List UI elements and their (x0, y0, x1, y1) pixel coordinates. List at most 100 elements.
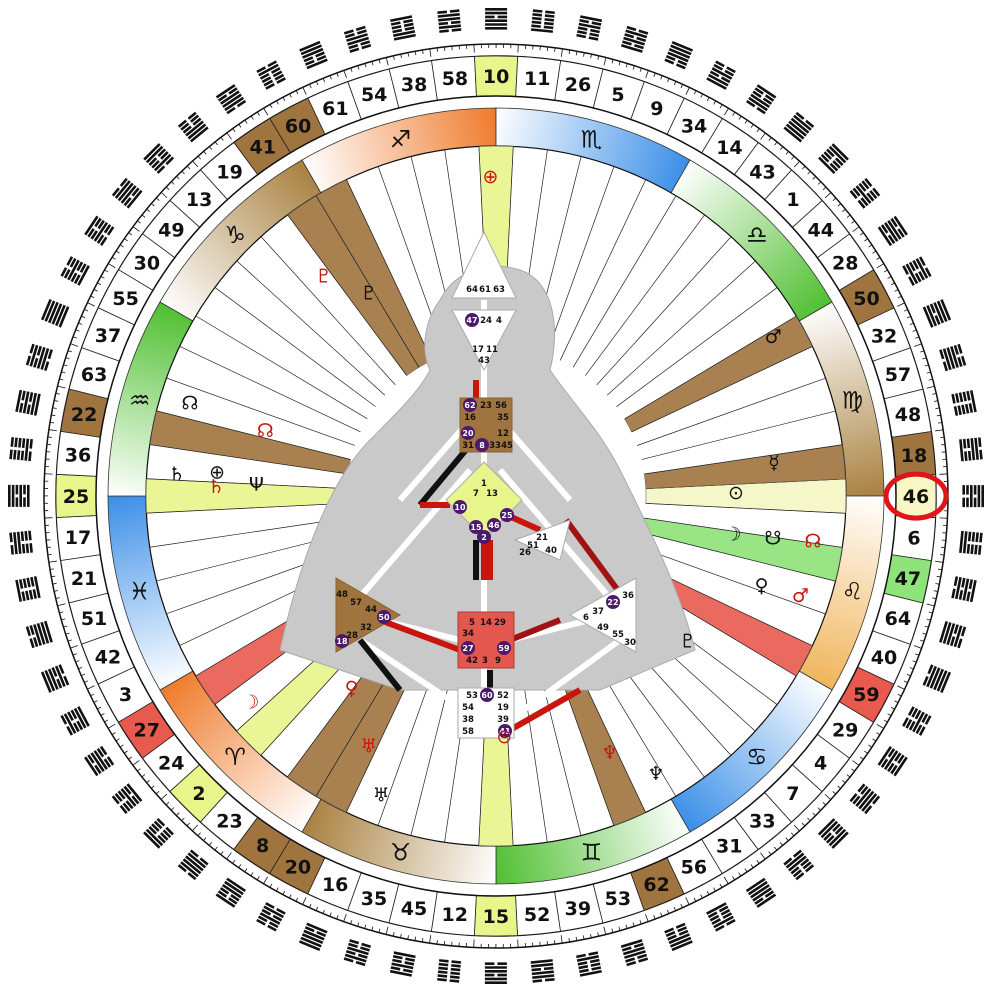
gate-number: 4 (814, 753, 827, 775)
active-channel (563, 518, 628, 602)
hexagram-icon (530, 959, 555, 983)
planet-glyph: ☽ (725, 524, 742, 546)
planet-glyph: ☽ (242, 692, 259, 714)
center-gate-number: 28 (346, 631, 358, 641)
gate-number: 5 (611, 84, 624, 106)
zodiac-glyph: ♓ (129, 578, 151, 606)
center-gate-number: 22 (607, 598, 618, 607)
activated-gate-dot (606, 595, 620, 609)
gate-number: 9 (650, 98, 663, 120)
activated-gate-dot (500, 508, 514, 522)
heart-center (513, 519, 571, 561)
gate-number: 23 (216, 811, 242, 833)
center-gate-number: 8 (479, 441, 485, 450)
planet-glyph: ♇ (679, 630, 696, 652)
center-gate-number: 62 (464, 401, 475, 410)
center-gate-number: 57 (350, 598, 362, 608)
hexagram-icon (951, 576, 977, 603)
active-channel (357, 638, 403, 692)
planet-glyph: ♀ (755, 575, 769, 597)
activated-gate-dot (477, 530, 491, 544)
hexagram-icon (706, 902, 736, 932)
hexagram-icon (620, 25, 649, 53)
planet-glyph: ♇ (360, 282, 377, 304)
planet-glyph: ♅ (360, 735, 377, 757)
hexagram-icon (783, 849, 815, 881)
center-gate-number: 1 (481, 479, 487, 489)
center-gate-number: 9 (495, 656, 501, 666)
hexagram-icon (9, 530, 33, 555)
hexagram-icon (706, 60, 736, 90)
solar-plexus-center (568, 577, 637, 653)
active-channel (378, 617, 462, 653)
gate-number: 3 (119, 684, 132, 706)
center-gate-number: 52 (497, 691, 509, 701)
center-gate-number: 4 (496, 316, 502, 326)
planet-glyph: ☿ (768, 452, 780, 474)
hexagram-icon (111, 783, 143, 815)
hexagram-icon (877, 746, 908, 777)
gate-number: 40 (871, 647, 897, 669)
gate-number: 42 (95, 647, 121, 669)
hexagram-icon (959, 530, 983, 555)
gate-number: 27 (134, 719, 160, 741)
center-gate-number: 53 (466, 691, 478, 701)
hexagram-icon (15, 389, 41, 416)
hexagram-icon (343, 25, 372, 53)
hexagram-icon (40, 664, 70, 693)
activated-gate-dot (498, 724, 512, 738)
hexagram-icon (389, 951, 416, 977)
gate-number: 18 (901, 445, 927, 467)
gate-number: 64 (885, 608, 911, 630)
hexagram-icon (818, 143, 849, 175)
gate-number: 50 (853, 288, 879, 310)
activated-gate-dot (475, 438, 489, 452)
planet-glyph: ⊕ (482, 166, 498, 188)
center-gate-number: 36 (622, 591, 634, 601)
head-center (451, 230, 517, 299)
hexagram-icon (922, 664, 952, 694)
center-gate-number: 63 (493, 285, 505, 295)
hexagram-icon (951, 390, 977, 416)
gate-number: 12 (442, 904, 468, 926)
center-gate-number: 35 (497, 413, 509, 423)
activated-gate-dot (335, 634, 349, 648)
zodiac-glyph: ♏ (581, 126, 603, 154)
center-gate-number: 5 (469, 618, 475, 628)
center-gate-number: 56 (495, 401, 507, 411)
planet-glyph: ☋ (764, 527, 781, 549)
gate-number: 63 (81, 364, 107, 386)
hexagram-icon (664, 922, 693, 952)
hexagram-icon (143, 143, 175, 174)
activated-gate-dot (465, 313, 479, 327)
gate-number: 29 (832, 719, 858, 741)
planet-glyphs: ♂☿⊙☊☋☽♂♀♇♆♆⊙♅♅♀☽♄Ψ♄⊕☊☊♇♇⊕ (168, 166, 821, 807)
hexagram-icon (215, 84, 247, 115)
hexagram-icon (620, 939, 649, 967)
hexagram-icon (485, 7, 508, 30)
center-gate-number: 10 (454, 503, 466, 512)
center-gate-number: 49 (597, 623, 609, 633)
activated-gate-dot (480, 688, 494, 702)
activated-gate-dot (377, 610, 391, 624)
planet-glyph: ⊕ (209, 462, 225, 484)
center-gate-number: 61 (479, 285, 491, 295)
gate-number: 51 (81, 608, 107, 630)
center-gate-number: 43 (478, 356, 490, 366)
center-gate-number: 14 (480, 618, 492, 628)
planet-glyph: ♆ (647, 763, 664, 785)
center-gate-number: 2 (481, 533, 487, 542)
zodiac-glyph: ♌ (842, 578, 864, 606)
gate-number: 49 (158, 219, 184, 241)
gate-number: 48 (895, 404, 921, 426)
center-gate-number: 13 (486, 489, 498, 499)
center-gate-number: 45 (501, 441, 513, 451)
center-gate-number: 38 (462, 715, 474, 725)
hexagram-icon (177, 849, 209, 881)
gate-number: 60 (285, 116, 311, 138)
hexagram-icon (783, 111, 815, 143)
hexagram-icon (15, 576, 41, 602)
center-gate-number: 3 (482, 656, 488, 666)
zodiac-glyph: ♑ (224, 221, 246, 249)
